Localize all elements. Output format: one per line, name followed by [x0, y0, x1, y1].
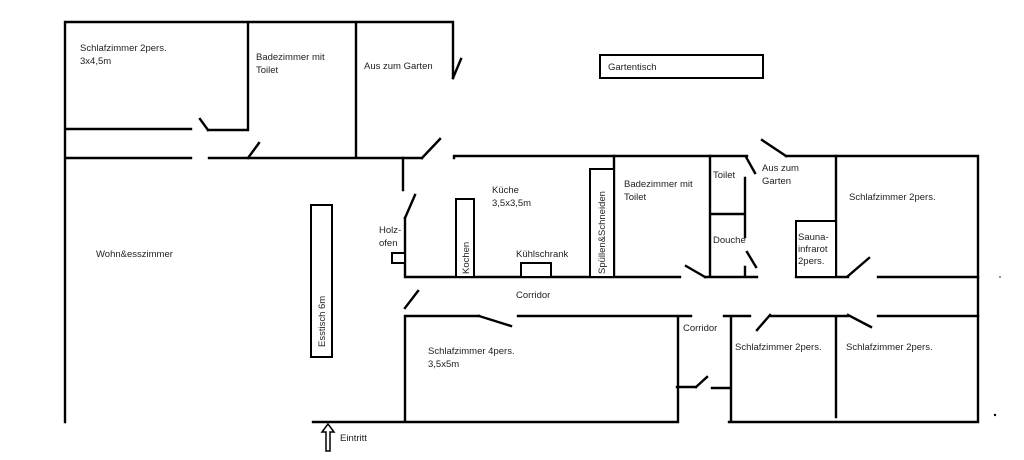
shower-label: Douche — [713, 235, 746, 246]
bedroom-s-size: 3,5x5m — [428, 359, 459, 370]
stray-dot — [999, 276, 1001, 278]
dining-table — [310, 204, 333, 358]
wood-stove — [391, 252, 406, 264]
doors — [198, 57, 873, 389]
bedroom-ne-label: Schlafzimmer 2pers. — [849, 192, 936, 203]
fridge — [520, 262, 552, 278]
toilet-label: Toilet — [713, 170, 736, 181]
living-room-label: Wohn&esszimmer — [96, 249, 173, 260]
furniture — [310, 54, 1001, 417]
bathroom-n-label: Badezimmer mit — [256, 52, 325, 63]
bathroom-n-label-2: Toilet — [256, 65, 279, 76]
sink-label: Spüllen&Schneiden — [597, 191, 608, 274]
garden-exit-e-label-2: Garten — [762, 176, 791, 187]
sauna-label-3: 2pers. — [798, 256, 824, 267]
kitchen-size: 3,5x3,5m — [492, 198, 531, 209]
cooking-label: Kochen — [461, 242, 472, 274]
sauna-cabin — [795, 220, 837, 278]
bedroom-se1-label: Schlafzimmer 2pers. — [735, 342, 822, 353]
garden-table-label: Gartentisch — [608, 62, 657, 73]
garden-table — [599, 54, 764, 79]
bathroom-e-label: Badezimmer mit — [624, 179, 693, 190]
garden-exit-e-label: Aus zum — [762, 163, 799, 174]
dining-table-label: Esstisch 6m — [317, 296, 328, 347]
fridge-label: Kühlschrank — [516, 249, 569, 260]
stray-dot — [993, 413, 997, 417]
cooking-counter — [455, 198, 475, 278]
entrance-arrow-icon — [320, 422, 336, 452]
kitchen-label: Küche — [492, 185, 519, 196]
stove-label: Holz- — [379, 225, 401, 236]
garden-exit-n-label: Aus zum Garten — [364, 61, 433, 72]
corridor-main-label: Corridor — [516, 290, 550, 301]
stove-label-2: ofen — [379, 238, 398, 249]
bedroom-s-label: Schlafzimmer 4pers. — [428, 346, 515, 357]
bedroom-nw-label: Schlafzimmer 2pers. — [80, 43, 167, 54]
labels: Schlafzimmer 2pers. 3x4,5m Badezimmer mi… — [80, 43, 936, 444]
bedroom-se2-label: Schlafzimmer 2pers. — [846, 342, 933, 353]
bathroom-e-label-2: Toilet — [624, 192, 647, 203]
walls — [63, 20, 980, 424]
entrance-label: Eintritt — [340, 433, 367, 444]
sink-counter — [589, 168, 615, 278]
sauna-label: Sauna- — [798, 232, 829, 243]
corridor-side-label: Corridor — [683, 323, 717, 334]
sauna-label-2: infrarot — [798, 244, 828, 255]
bedroom-nw-size: 3x4,5m — [80, 56, 111, 67]
